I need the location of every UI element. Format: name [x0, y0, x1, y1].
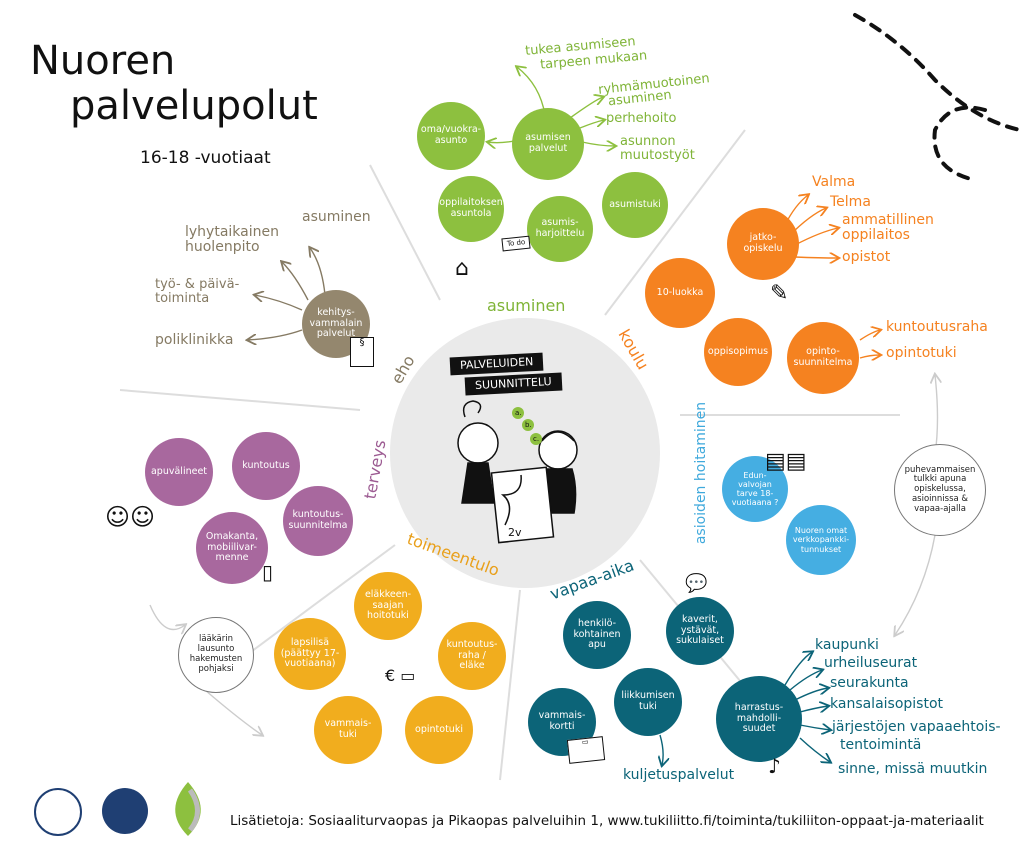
- bubble-asumisen-palvelut: asumisen palvelut: [512, 108, 584, 180]
- bubble-laakarin-lausunto: lääkärin lausunto hakemusten pohjaksi: [178, 617, 254, 693]
- card-icon: ▭: [566, 736, 606, 764]
- label-jarjestojen-1: järjestöjen vapaaehtois-: [832, 719, 1001, 735]
- bubble-opintosuunnitelma: opinto-suunnitelma: [787, 322, 859, 394]
- label-tyo-paivatoiminta: työ- & päivä-toiminta: [155, 277, 240, 306]
- bubble-elakkeensaajan-hoitotuki: eläkkeen-saajan hoitotuki: [354, 572, 422, 640]
- racket-icon: ♪: [768, 754, 781, 778]
- bubble-puhevammaisen-tulkki: puhevammaisen tulkki apuna opiskelussa, …: [894, 444, 986, 536]
- bubble-omakanta: Omakanta, mobiilivar-menne: [196, 512, 268, 584]
- label-ammatillinen-oppilaitos: ammatillinen oppilaitos: [842, 212, 934, 243]
- planning-illustration: [457, 400, 578, 544]
- section-asioiden: asioiden hoitaminen: [693, 401, 710, 545]
- label-jarjestojen-2: tentoimintä: [840, 737, 922, 753]
- bubble-oppisopimus: oppisopimus: [704, 318, 772, 386]
- bubble-kuntoutus: kuntoutus: [232, 432, 300, 500]
- label-seurakunta: seurakunta: [830, 675, 909, 691]
- phone-icon: ▯: [262, 560, 274, 584]
- label-urheiluseurat: urheiluseurat: [824, 655, 918, 671]
- center-a: a.: [515, 409, 522, 417]
- bubble-asumistuki: asumistuki: [602, 172, 668, 238]
- bubble-edunvalvojan-tarve: Edun-valvojan tarve 18-vuotiaana ?: [722, 456, 788, 522]
- label-kehitys-asuminen: asuminen: [302, 209, 371, 225]
- bubble-vammaistuki: vammais-tuki: [314, 696, 382, 764]
- bubble-apuvalineet: apuvälineet: [145, 438, 213, 506]
- papers-icon: ▤▤: [765, 449, 807, 474]
- bubble-verkkopankkitunnukset: Nuoren omat verkkopankki-tunnukset: [786, 505, 856, 575]
- subtitle: 16-18 -vuotiaat: [140, 148, 271, 168]
- money-icon: € ▭: [385, 666, 416, 685]
- label-kaupunki: kaupunki: [815, 637, 879, 653]
- label-perhehoito: perhehoito: [606, 111, 677, 126]
- label-opistot: opistot: [842, 249, 891, 265]
- bubble-harrastusmahdollisuudet: harrastus-mahdolli-suudet: [716, 676, 802, 762]
- bubble-opintotuki: opintotuki: [405, 696, 473, 764]
- title-line-1: Nuoren: [30, 38, 176, 84]
- label-valma: Valma: [812, 174, 856, 190]
- house-icon: ⌂: [455, 256, 469, 281]
- people-icon: ☺☺: [105, 503, 156, 531]
- bubble-oppilaitoksen-asuntola: oppilaitoksen asuntola: [438, 176, 504, 242]
- center-c: c.: [533, 435, 540, 443]
- bubble-10-luokka: 10-luokka: [645, 258, 715, 328]
- notebook-icon: ✎: [770, 281, 789, 306]
- center-paper-label: 2v: [508, 526, 522, 539]
- bubble-kuntoutussuunnitelma: kuntoutus-suunnitelma: [283, 486, 353, 556]
- label-kansalaisopistot: kansalaisopistot: [830, 696, 944, 712]
- label-kuljetuspalvelut: kuljetuspalvelut: [623, 767, 735, 783]
- bubble-kuntoutusraha-elake: kuntoutus-raha / eläke: [438, 622, 506, 690]
- bubble-kaverit: kaverit, ystävät, sukulaiset: [666, 597, 734, 665]
- footer-text: Lisätietoja: Sosiaaliturvaopas ja Pikaop…: [230, 813, 984, 829]
- bubble-henkilokohtainen-apu: henkilö-kohtainen apu: [563, 601, 631, 669]
- logo-1: [34, 788, 82, 836]
- label-opintotuki-koulu: opintotuki: [886, 345, 957, 361]
- document-icon: §: [350, 337, 374, 367]
- label-asunnon-muutostyot: asunnon muutostyöt: [620, 134, 695, 163]
- label-poliklinikka: poliklinikka: [155, 332, 234, 348]
- label-lyhytaikainen-huolenpito: lyhytaikainen huolenpito: [185, 224, 279, 255]
- speech-bubbles-icon: 💬: [685, 573, 708, 594]
- bubble-asumisharjoittelu: asumis-harjoittelu: [527, 196, 593, 262]
- center-b: b.: [525, 421, 532, 429]
- label-kuntoutusraha: kuntoutusraha: [886, 319, 988, 335]
- label-sinne-missa-muutkin: sinne, missä muutkin: [838, 761, 988, 777]
- bubble-jatko-opiskelu: jatko-opiskelu: [727, 208, 799, 280]
- label-telma: Telma: [830, 194, 871, 210]
- logo-2: [102, 788, 148, 834]
- section-asuminen: asuminen: [487, 296, 566, 315]
- bubble-oma-vuokra-asunto: oma/vuokra-asunto: [417, 102, 485, 170]
- title-line-2: palvelupolut: [70, 83, 318, 129]
- bubble-liikkumisen-tuki: liikkumisen tuki: [614, 668, 682, 736]
- logo-3: [175, 782, 201, 836]
- bubble-lapsilisa: lapsilisä (päättyy 17-vuotiaana): [274, 618, 346, 690]
